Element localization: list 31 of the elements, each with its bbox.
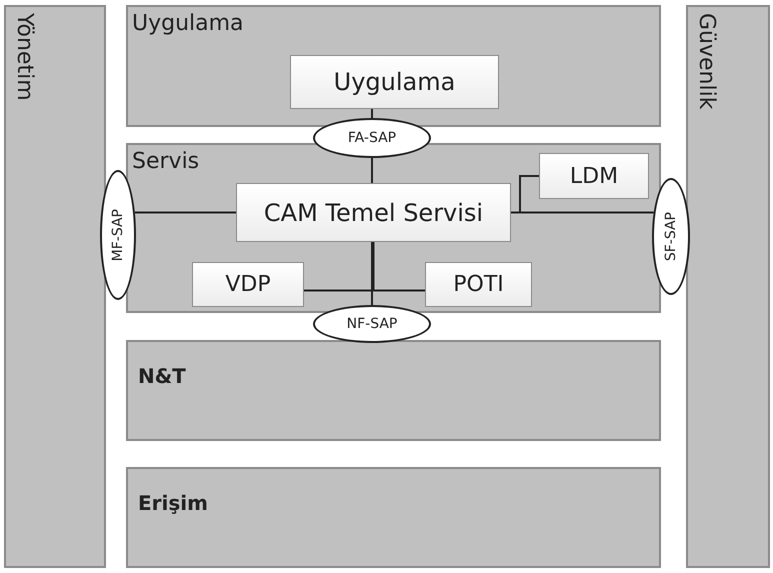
module-box [236, 183, 511, 242]
connector-line [511, 175, 539, 214]
layer-band [126, 340, 661, 441]
layer-title: N&T [138, 364, 186, 388]
module-box [539, 153, 649, 199]
box-label: LDM [570, 164, 618, 188]
layer-title: Erişim [138, 491, 208, 515]
layer-title: Uygulama [132, 11, 244, 36]
layer-band [4, 5, 106, 568]
interface-label: FA-SAP [348, 130, 396, 146]
layer-band [126, 467, 661, 568]
connector-line [134, 212, 236, 214]
layer-title: Güvenlik [694, 13, 719, 110]
box-label: VDP [225, 272, 271, 297]
layer-band [686, 5, 770, 568]
interface-label: SF-SAP [663, 212, 679, 262]
connector-line [371, 242, 373, 305]
interface-label: NF-SAP [346, 316, 398, 332]
connector-line [371, 158, 373, 183]
module-box [425, 262, 532, 307]
module-box [290, 55, 499, 109]
module-box [192, 262, 304, 307]
interface-label: MF-SAP [110, 208, 126, 262]
connector-line [371, 109, 373, 118]
layer-title: Servis [132, 149, 200, 174]
layer-band [126, 143, 661, 313]
box-label: CAM Temel Servisi [264, 198, 484, 226]
box-label: POTI [453, 272, 504, 297]
layer-title: Yönetim [12, 13, 37, 101]
layer-band [126, 5, 661, 127]
box-label: Uygulama [334, 68, 456, 96]
